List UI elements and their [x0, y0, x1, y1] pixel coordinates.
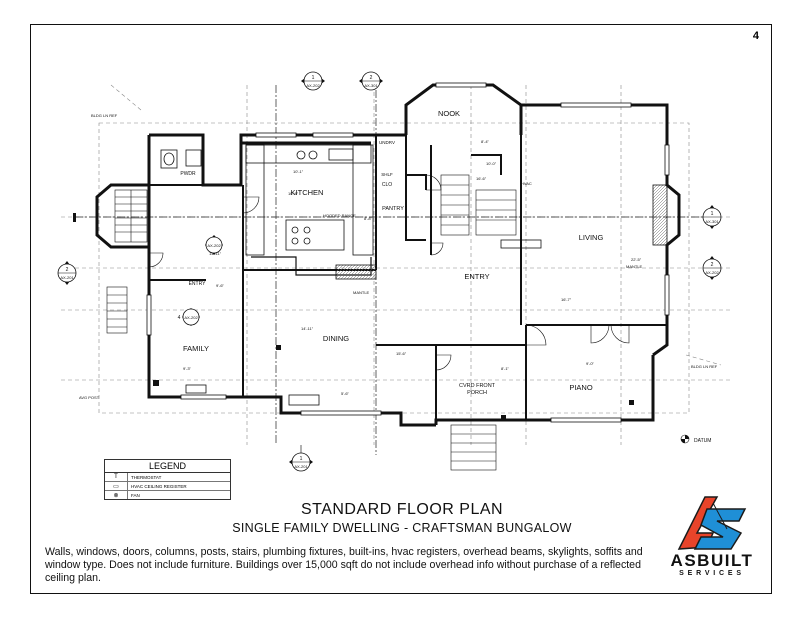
asbuilt-logo: ASBUILT SERVICES — [657, 489, 767, 589]
room-label-living: LIVING — [579, 233, 604, 242]
section-marker-ref: AX-202 — [207, 243, 221, 248]
logo-mark-icon — [677, 496, 747, 550]
section-marker-number: 1 — [300, 456, 303, 462]
section-marker-right-2: 2 AX-202 — [702, 256, 722, 280]
section-marker-ref: AX-201 — [294, 464, 308, 469]
section-marker-number: 1 — [711, 211, 714, 217]
legend-row: ⊗ FAN — [105, 491, 230, 499]
kitchen-counters — [245, 144, 374, 256]
room-label-entry-side: ENTRY — [189, 281, 207, 287]
sheet-border: 4 — [30, 24, 772, 594]
room-label-clo: CLO — [382, 182, 392, 188]
page-number: 4 — [752, 30, 759, 42]
svg-text:16'-7": 16'-7" — [561, 297, 572, 302]
svg-text:10'-8": 10'-8" — [288, 191, 299, 196]
grid-end-marker — [73, 213, 76, 222]
logo-name: ASBUILT — [670, 551, 754, 570]
door-swings — [148, 174, 630, 371]
logo-tagline: SERVICES — [679, 570, 745, 577]
label-hvac: HVAC — [521, 181, 532, 186]
label-bldg-ln-right: BLDG LN REF — [691, 364, 718, 369]
legend-text: FAN — [131, 492, 140, 498]
sheet-subtitle: SINGLE FAMILY DWELLING - CRAFTSMAN BUNGA… — [232, 521, 572, 535]
section-marker-left-1: 2 AX-201 — [57, 261, 77, 285]
legend-text: HVAC CEILING REGISTER — [131, 483, 187, 489]
svg-text:14'-11": 14'-11" — [301, 326, 314, 331]
porch-steps — [450, 424, 497, 471]
svg-text:22'-5": 22'-5" — [631, 257, 642, 262]
section-marker-number: 4 — [178, 315, 181, 321]
section-marker-top-2: 2 AX-301 — [359, 71, 383, 91]
svg-text:9'-3": 9'-3" — [183, 366, 192, 371]
room-label-dining: DINING — [323, 334, 349, 343]
title-block: STANDARD FLOOR PLAN SINGLE FAMILY DWELLI… — [31, 501, 773, 535]
section-marker-bottom-1: 1 AX-201 — [289, 452, 313, 472]
scope-description: Walls, windows, doors, columns, posts, s… — [45, 546, 643, 584]
exterior-steps-west — [106, 286, 128, 334]
room-label-undry: UNDRV — [379, 140, 395, 145]
section-marker-number: 2 — [370, 75, 373, 81]
svg-text:10'-1": 10'-1" — [293, 169, 304, 174]
legend-text: THERMOSTAT — [131, 474, 162, 480]
datum-symbol — [680, 434, 690, 444]
label-avg-post: AVG POST — [79, 395, 100, 400]
section-marker-interior-1: AX-202 4 — [178, 308, 200, 326]
fireplaces — [335, 184, 668, 280]
room-label-pantry: PANTRY — [382, 206, 404, 212]
section-marker-interior-2: AX-202 — [205, 235, 223, 255]
section-marker-ref: AX-202 — [184, 315, 198, 320]
svg-text:8'-4": 8'-4" — [481, 139, 490, 144]
interior-walls — [149, 135, 667, 420]
label-hooded-range: HOODED RANGE — [323, 213, 356, 218]
fan-icon: ⊗ — [105, 491, 128, 499]
stairs-west — [114, 189, 148, 243]
label-bldg-ln-left: BLDG LN REF — [91, 113, 118, 118]
svg-text:16'-6": 16'-6" — [476, 176, 487, 181]
svg-text:5'-6": 5'-6" — [341, 391, 350, 396]
room-label-family: FAMILY — [183, 344, 209, 353]
section-marker-ref: AX-202 — [705, 270, 719, 275]
label-mantle-1: MANTLE — [353, 290, 370, 295]
legend-title: LEGEND — [105, 460, 230, 473]
label-mantle-2: MANTLE — [626, 264, 643, 269]
floor-plan-drawing: 10'-1" 10'-8" 8'-8" 8'-4" 10'-0" 16'-6" … — [57, 71, 731, 472]
label-datum: DATUM — [694, 438, 711, 444]
section-marker-ref: AX-201 — [60, 275, 74, 280]
exterior-walls — [95, 83, 681, 427]
section-marker-ref: AX-301 — [705, 219, 719, 224]
section-marker-number: 2 — [66, 267, 69, 273]
section-marker-number: 2 — [711, 262, 714, 268]
legend-row: T THERMOSTAT — [105, 473, 230, 482]
room-label-shlf: SHLF — [381, 172, 393, 177]
thermostat-icon: T — [105, 473, 128, 481]
room-label-pwdr: PWDR — [180, 171, 196, 177]
section-marker-ref: AX-301 — [364, 83, 378, 88]
room-label-entry: ENTRY — [464, 272, 489, 281]
svg-text:9'-0": 9'-0" — [586, 361, 595, 366]
sheet-title: STANDARD FLOOR PLAN — [300, 501, 504, 518]
dimension-labels: 10'-1" 10'-8" 8'-8" 8'-4" 10'-0" 16'-6" … — [183, 139, 642, 396]
legend-row: ▭ HVAC CEILING REGISTER — [105, 482, 230, 491]
svg-text:10'-0": 10'-0" — [486, 161, 497, 166]
register-icon: ▭ — [105, 482, 128, 490]
legend: LEGEND T THERMOSTAT ▭ HVAC CEILING REGIS… — [104, 459, 231, 500]
room-label-nook: NOOK — [438, 109, 460, 118]
room-label-kitchen: KITCHEN — [291, 188, 324, 197]
svg-text:8'-1": 8'-1" — [501, 366, 510, 371]
svg-text:9'-6": 9'-6" — [216, 283, 225, 288]
section-marker-right-1: 1 AX-301 — [702, 205, 722, 229]
svg-text:8'-8": 8'-8" — [364, 216, 373, 221]
windows — [146, 82, 670, 423]
svg-text:15'-6": 15'-6" — [396, 351, 407, 356]
built-ins — [160, 149, 542, 406]
section-marker-top-1: 1 AX-202 — [301, 71, 325, 91]
room-label-piano: PIANO — [569, 383, 593, 392]
columns-posts — [153, 345, 634, 420]
room-label-porch-1: CVRD FRONT — [459, 383, 496, 389]
stairs-entry — [440, 174, 517, 236]
section-marker-number: 1 — [312, 75, 315, 81]
room-label-porch-2: PORCH — [467, 390, 487, 396]
section-marker-ref: AX-202 — [306, 83, 320, 88]
